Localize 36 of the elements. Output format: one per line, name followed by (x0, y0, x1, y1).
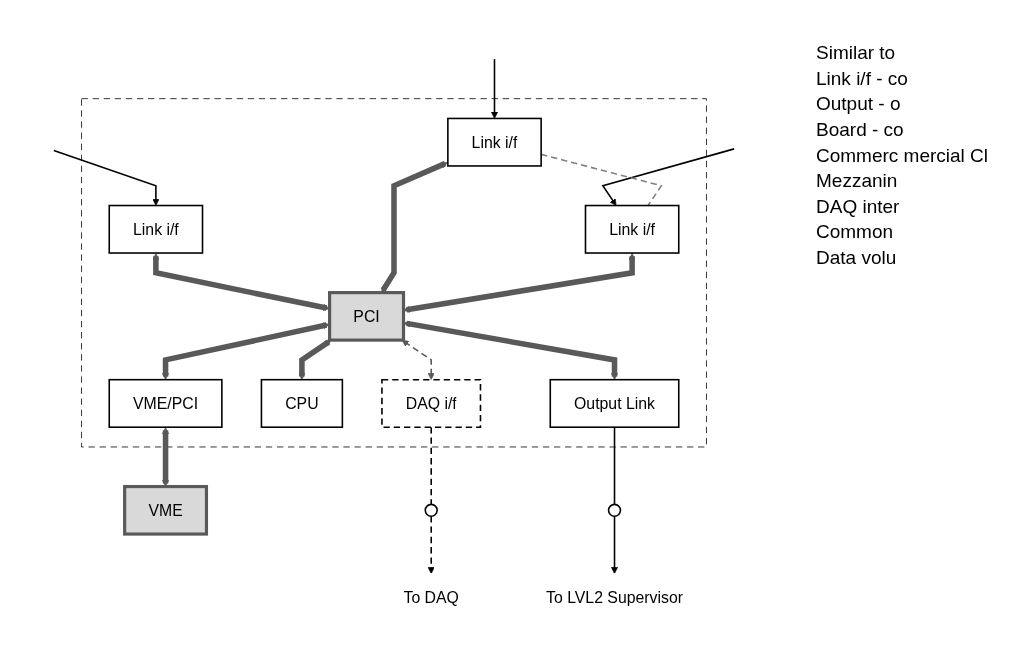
connector (430, 426, 432, 506)
arrow (403, 320, 618, 381)
arrow (162, 322, 330, 381)
bullet-text: Link i/f - co (816, 66, 909, 91)
node-circle (424, 503, 438, 518)
arrow (491, 58, 498, 120)
bullet-text: Mezzanin (816, 169, 899, 194)
node-text: To DAQ (403, 588, 459, 607)
node-box: Link i/f (584, 205, 680, 255)
bullet-text: Common (816, 220, 895, 245)
arrow (152, 253, 330, 312)
arrow (403, 253, 636, 313)
node-box: Link i/f (108, 205, 204, 255)
node-box: DAQ i/f (381, 379, 482, 429)
node-box: CPU (260, 379, 344, 429)
bullet-text: Board - co (816, 117, 905, 142)
arrow (53, 149, 160, 207)
node-text: To LVL2 Supervisor (546, 588, 684, 607)
node-box: PCI (328, 291, 406, 342)
bullet-text: Commerc mercial Cl (816, 143, 990, 168)
node-box: Link i/f (447, 117, 542, 167)
arrow (298, 339, 332, 381)
arrow (611, 515, 618, 575)
arrow (601, 148, 735, 207)
bullet-text: Similar to (816, 41, 897, 65)
connector (613, 426, 616, 506)
node-box: VME/PCI (108, 379, 223, 429)
bullet-text: Data volu (816, 246, 898, 271)
arrow (401, 340, 435, 381)
arrow (427, 515, 435, 575)
cluster (81, 98, 707, 448)
bullet-text: Output - o (816, 92, 902, 117)
bullet-text: DAQ inter (816, 194, 901, 219)
node-box: VME (123, 485, 209, 536)
node-circle (607, 503, 622, 518)
node-box: Output Link (549, 379, 680, 429)
